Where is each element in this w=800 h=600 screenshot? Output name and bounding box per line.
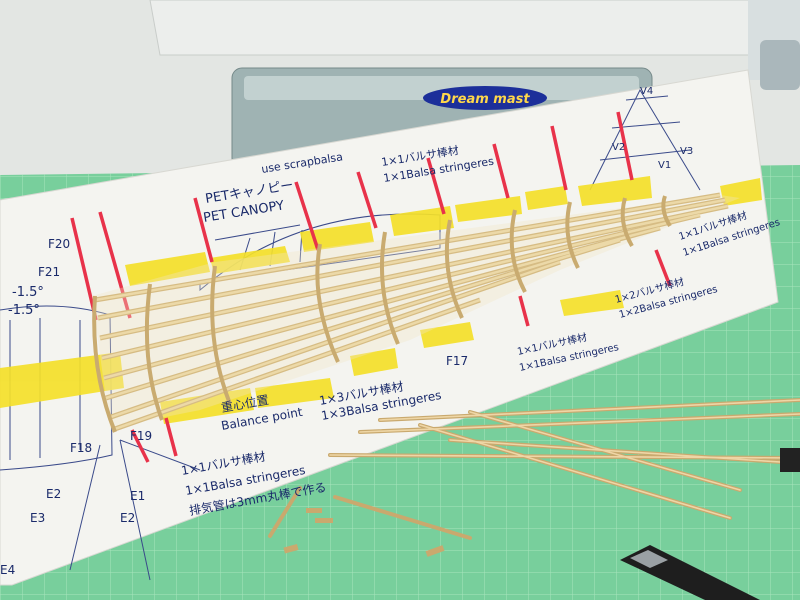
label-f17: F17 [446,354,468,368]
brand-label-text: Dream mast [440,92,530,107]
angle-1: -1.5° [12,285,44,300]
label-f21: F21 [38,265,60,279]
label-e4: E4 [0,563,15,577]
label-v3: V3 [680,146,693,157]
loose-balsa-sticks [268,398,800,557]
label-e1: E1 [130,489,145,503]
angle-2: -1.5° [8,303,40,318]
label-f18: F18 [70,441,92,455]
label-v2: V2 [612,142,625,153]
label-e3: E3 [30,511,45,525]
label-e2a: E2 [46,487,61,501]
label-f19: F19 [130,429,152,443]
storage-box-lid [149,0,773,56]
label-e2b: E2 [120,511,135,525]
frame-reference-lines [70,111,672,463]
masking-tape [0,176,762,424]
fuselage-frame [92,192,740,433]
label-f20: F20 [48,237,70,251]
label-v4: V4 [640,86,653,97]
label-v1: V1 [658,160,671,171]
brand-label [423,86,547,110]
glue-bottle [760,40,800,90]
parts-box: Dream mast [231,67,653,169]
craft-knife [620,448,800,600]
